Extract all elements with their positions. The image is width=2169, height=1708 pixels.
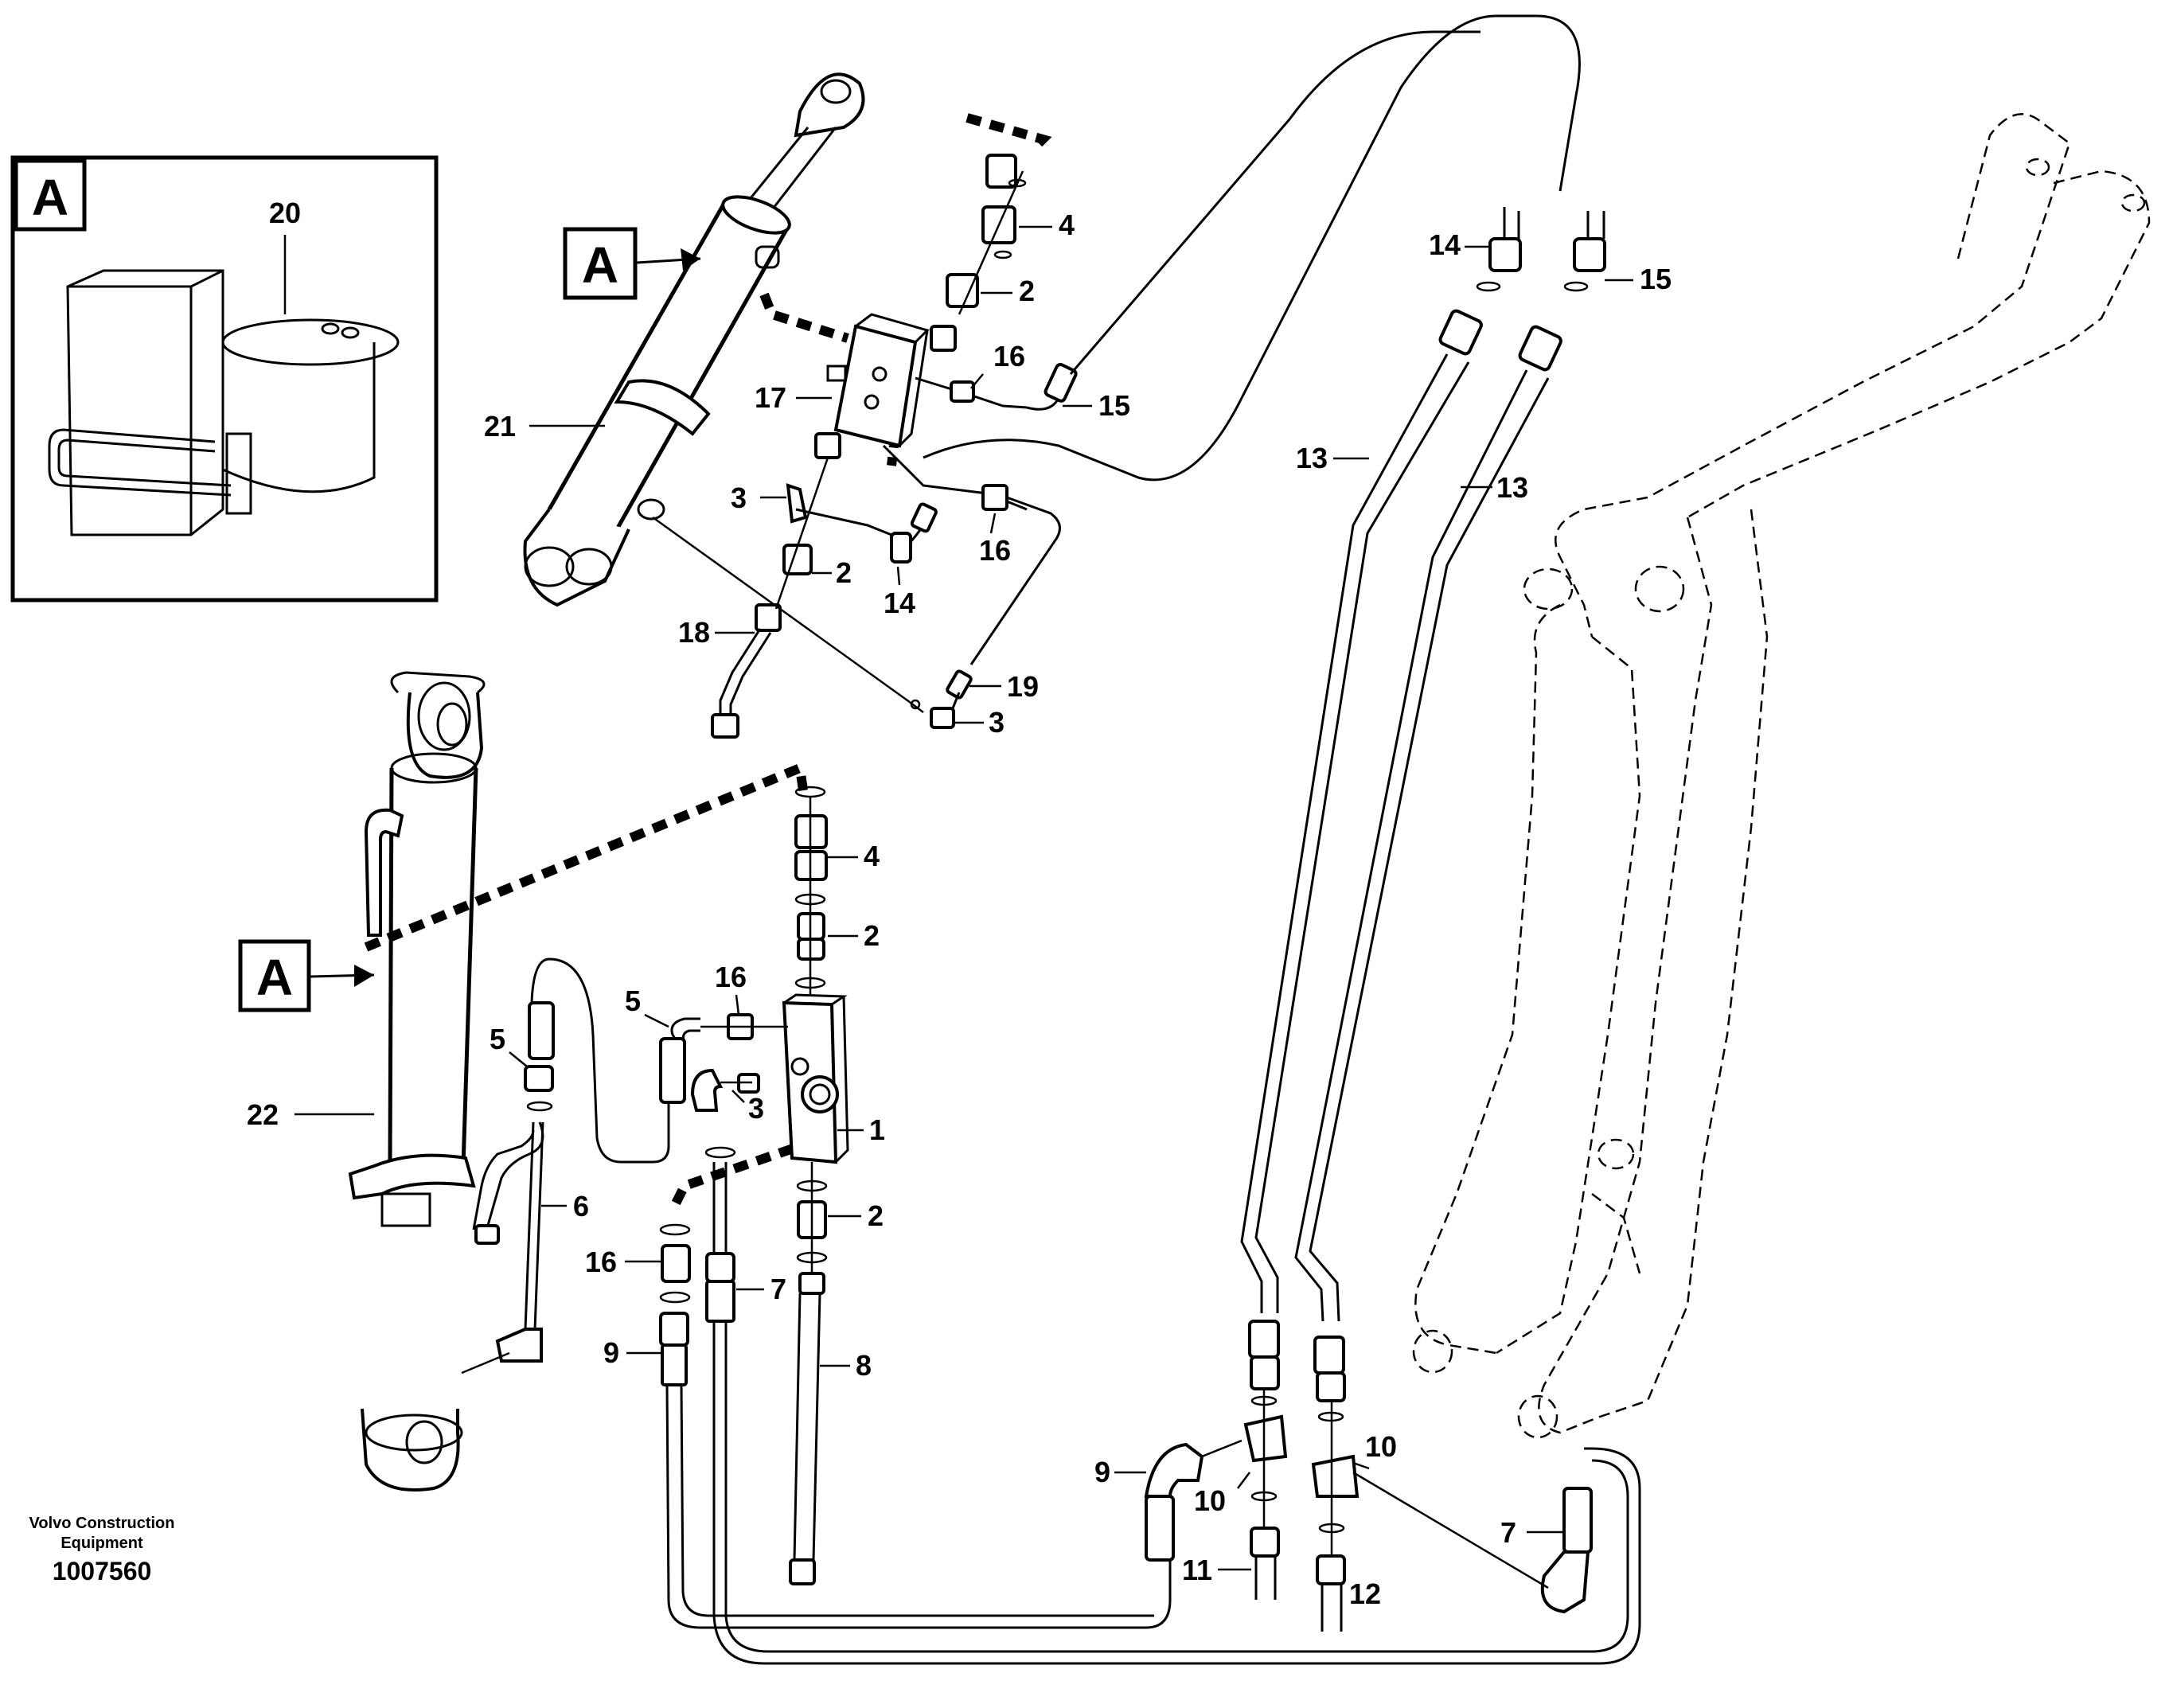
callout-2-mid: 2 xyxy=(836,556,852,589)
callout-5-right: 5 xyxy=(625,985,641,1017)
brand-line-2: Equipment xyxy=(60,1534,143,1552)
callout-12: 12 xyxy=(1349,1577,1381,1610)
callout-7-right: 7 xyxy=(1500,1516,1516,1549)
callout-4-lower: 4 xyxy=(864,840,880,872)
callout-4-upper: 4 xyxy=(1059,209,1075,241)
lower-valve-block: 4 2 16 5 5 3 1 6 2 16 7 9 8 xyxy=(461,786,1641,1665)
callout-2-lower: 2 xyxy=(864,919,880,952)
callout-21: 21 xyxy=(484,410,516,443)
callout-16-upper: 16 xyxy=(993,340,1025,372)
callout-16-left: 16 xyxy=(585,1246,617,1278)
callout-5-left: 5 xyxy=(490,1023,505,1055)
callout-14-right: 14 xyxy=(1429,228,1461,261)
callout-18: 18 xyxy=(678,616,710,649)
callout-10-left: 10 xyxy=(1194,1484,1226,1517)
callout-14-upper: 14 xyxy=(884,587,915,619)
callout-9-left: 9 xyxy=(603,1336,619,1369)
callout-19: 19 xyxy=(1007,670,1039,703)
callout-1: 1 xyxy=(869,1113,885,1146)
lower-a-tag-box xyxy=(238,939,311,1012)
upper-cylinder: A 21 xyxy=(484,72,1052,607)
callout-15-right: 15 xyxy=(1640,263,1672,295)
callout-6: 6 xyxy=(573,1190,589,1223)
bracket-block xyxy=(66,269,224,536)
callout-11: 11 xyxy=(1182,1554,1212,1586)
callout-15-upper: 15 xyxy=(1098,389,1130,422)
detail-a-tag: A xyxy=(32,169,68,226)
phantom-boom-arm xyxy=(1412,113,2151,1439)
drawing-number: 1007560 xyxy=(53,1557,152,1585)
callout-13-right: 13 xyxy=(1496,471,1528,504)
upper-a-tag-box xyxy=(563,227,638,300)
callout-2-upper: 2 xyxy=(1019,275,1035,307)
upper-a-tag: A xyxy=(582,236,618,294)
callout-20: 20 xyxy=(269,197,301,229)
lower-a-tag: A xyxy=(256,949,293,1006)
upper-valve-block: 4 2 16 17 15 3 16 2 14 18 19 3 xyxy=(652,14,1581,739)
callout-3-upper: 3 xyxy=(731,482,747,514)
callout-3-mid: 3 xyxy=(748,1092,764,1125)
callout-2-bottom: 2 xyxy=(868,1199,884,1232)
hose-assemblies: 14 15 13 13 10 10 9 7 11 12 xyxy=(1094,207,1672,1632)
lower-cylinder: A 22 xyxy=(238,671,809,1492)
detail-a-inset: A 20 xyxy=(10,155,439,602)
callout-17: 17 xyxy=(755,381,786,414)
footer: Volvo Construction Equipment 1007560 xyxy=(29,1515,175,1585)
callout-22: 22 xyxy=(247,1098,279,1131)
detail-a-tag-box xyxy=(14,158,87,232)
callout-9-right: 9 xyxy=(1094,1456,1110,1488)
brand-line-1: Volvo Construction xyxy=(29,1515,175,1532)
callout-7-left: 7 xyxy=(770,1273,786,1305)
callout-16-lower: 16 xyxy=(715,961,747,993)
callout-8: 8 xyxy=(856,1349,872,1382)
callout-10-right: 10 xyxy=(1365,1430,1397,1463)
callout-13-left: 13 xyxy=(1296,442,1328,474)
callout-3-lower: 3 xyxy=(989,706,1005,739)
callout-16-mid: 16 xyxy=(979,534,1011,567)
